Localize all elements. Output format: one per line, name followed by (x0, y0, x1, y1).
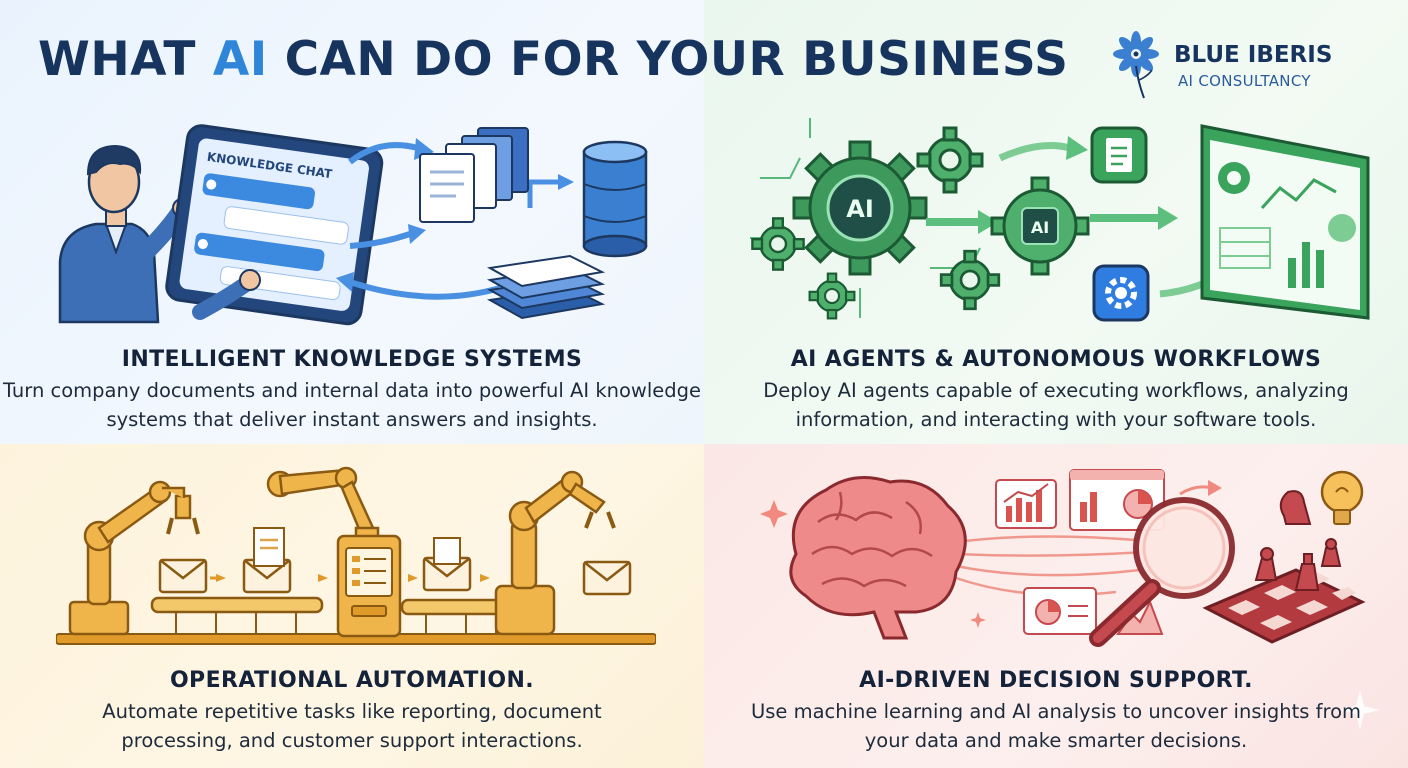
section-desc-agents: Deploy AI agents capable of executing wo… (763, 379, 1349, 431)
flower-icon (1113, 31, 1159, 99)
database-icon (582, 140, 648, 258)
section-title-agents: AI AGENTS & AUTONOMOUS WORKFLOWS (790, 347, 1322, 372)
section-desc-automation: Automate repetitive tasks like reporting… (102, 700, 602, 752)
processing-machine-icon (336, 534, 402, 638)
gear-icon (751, 217, 805, 271)
lightbulb-icon (1320, 470, 1364, 525)
dashboard-icon (1200, 124, 1370, 320)
section-title-automation: OPERATIONAL AUTOMATION. (169, 668, 535, 693)
decision-illustration (760, 469, 1366, 647)
ai-chip-gear-icon: AI (990, 176, 1090, 276)
gear-icon (916, 126, 984, 194)
gear-icon (808, 272, 856, 320)
svg-text:AI: AI (1031, 218, 1049, 237)
gear-icon (939, 249, 1001, 311)
chess-pieces-icon (1254, 490, 1342, 591)
robot-arm-icon (68, 480, 200, 636)
title-accent: AI (212, 32, 268, 87)
envelope-icon (158, 558, 208, 594)
envelope-icon (582, 560, 632, 596)
brand-subtitle: AI CONSULTANCY (1178, 72, 1311, 90)
automation-illustration (56, 466, 656, 645)
page-title: WHAT AI CAN DO FOR YOUR BUSINESS (38, 32, 1069, 87)
magnifier-icon (1089, 497, 1235, 647)
section-desc-knowledge: Turn company documents and internal data… (2, 379, 702, 431)
svg-text:AI: AI (846, 195, 874, 223)
sparkle-icon (1340, 690, 1380, 730)
chart-card-icon (1023, 587, 1097, 635)
tablet-icon: KNOWLEDGE CHAT (165, 124, 384, 326)
document-app-icon (1090, 126, 1148, 184)
brand-name: BLUE IBERIS (1174, 42, 1333, 68)
brain-icon (789, 476, 967, 640)
agents-illustration: AI AI (750, 118, 1370, 322)
chessboard-icon (1202, 568, 1366, 644)
knowledge-illustration: KNOWLEDGE CHAT (58, 124, 648, 326)
brand: BLUE IBERIS AI CONSULTANCY (1110, 30, 1390, 100)
chart-card-icon (995, 479, 1057, 529)
robot-arm-icon (494, 470, 616, 636)
section-title-knowledge: INTELLIGENT KNOWLEDGE SYSTEMS (121, 347, 583, 372)
documents-icon (419, 127, 529, 223)
section-title-decision: AI-DRIVEN DECISION SUPPORT. (859, 668, 1253, 693)
section-desc-decision: Use machine learning and AI analysis to … (750, 700, 1362, 752)
document-stack-icon (486, 254, 606, 320)
settings-app-icon (1092, 264, 1150, 322)
ai-gear-icon: AI (792, 140, 928, 276)
chart-card-icon (1069, 469, 1165, 531)
